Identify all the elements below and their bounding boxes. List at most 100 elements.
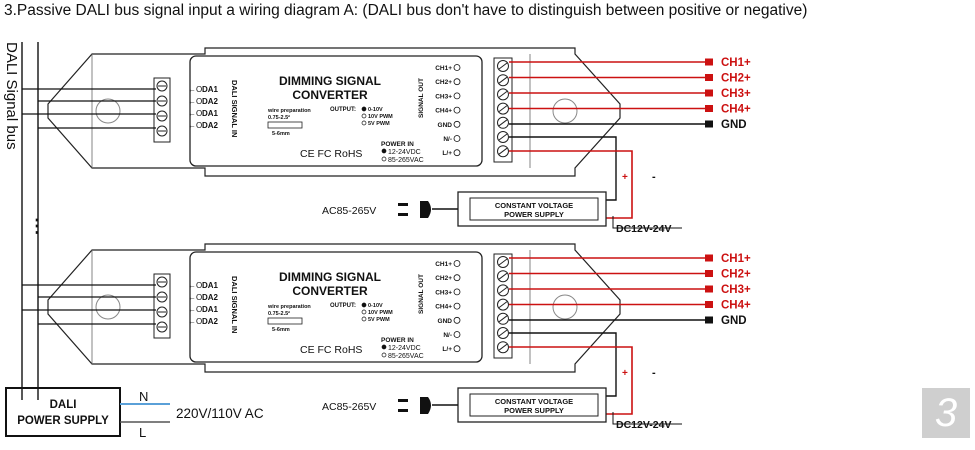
output-terminal-label: CH1+: [435, 65, 452, 72]
cv-psu-label: POWER SUPPLY: [504, 406, 564, 415]
output-wire-end: [705, 58, 713, 66]
terminal-screw-slot: [498, 301, 508, 308]
converter-title: CONVERTER: [292, 284, 368, 298]
output-option-label: 5V PWM: [368, 317, 390, 323]
wire-prep-label: wire preparation: [267, 304, 311, 310]
dali-terminal-label: DA2: [202, 97, 219, 106]
output-terminal-dot: [453, 64, 461, 71]
output-wire-end: [705, 89, 713, 97]
converter-title: DIMMING SIGNAL: [279, 270, 381, 284]
output-option-dot: [361, 106, 367, 112]
output-terminal-label: CH4+: [435, 304, 452, 311]
output-terminal-label: CH2+: [435, 79, 452, 86]
power-option-dot: [381, 344, 387, 350]
output-terminal-dot: [453, 92, 461, 100]
dc-label-underline: [612, 412, 682, 425]
psu-plus-label: +: [622, 172, 628, 183]
mount-hole: [95, 294, 121, 320]
mount-hole: [552, 98, 578, 124]
dali-signal-in-label: DALI SIGNAL IN: [230, 276, 239, 333]
output-terminal-label: N/-: [443, 332, 452, 339]
output-terminal-label: CH2+: [435, 275, 452, 282]
output-terminal-dot: [453, 260, 461, 267]
dali-psu-label: POWER SUPPLY: [17, 415, 109, 427]
terminal-screw-slot: [498, 315, 508, 323]
mount-hole: [95, 98, 121, 124]
output-wire-end: [705, 254, 713, 262]
output-terminal-dot: [453, 316, 461, 324]
output-wire-end: [705, 285, 713, 293]
output-terminal-label: CH1+: [435, 261, 452, 268]
dc-label-underline: [612, 216, 682, 229]
terminal-screw-slot: [498, 76, 508, 84]
cv-psu-label: CONSTANT VOLTAGE: [495, 397, 573, 406]
dali-terminal-label: DA1: [202, 85, 219, 94]
strip-length-label: 5-6mm: [272, 131, 290, 137]
dali-terminal-label: DA1: [202, 305, 219, 314]
dali-psu-box: [5, 387, 121, 437]
output-channel-label: GND: [721, 315, 747, 327]
output-option-label: 5V PWM: [368, 121, 390, 127]
output-option-dot: [361, 120, 367, 126]
psu-minus-label: -: [652, 367, 656, 379]
terminal-screw-slot: [498, 119, 508, 127]
output-option-dot: [361, 309, 367, 315]
psu-plus-label: +: [622, 368, 628, 379]
output-wire-end: [705, 105, 713, 112]
wire-strip-icon: [267, 317, 303, 325]
output-channel-label: CH1+: [721, 57, 751, 69]
label-panel: [189, 251, 483, 363]
output-option-label: 10V PWM: [368, 310, 393, 316]
dali-terminal-arrow: ←O: [188, 317, 202, 326]
output-terminal-label: CH3+: [435, 289, 452, 296]
output-terminal-dot: [453, 288, 461, 296]
cv-psu-label: CONSTANT VOLTAGE: [495, 201, 573, 210]
dali-terminal-arrow: ←O: [188, 293, 202, 302]
live-label: L: [139, 425, 146, 440]
label-panel: [189, 55, 483, 167]
dali-terminal-arrow: ←O: [188, 281, 202, 290]
psu-positive-wire: [509, 150, 633, 219]
converter-title: CONVERTER: [292, 88, 368, 102]
dali-terminal-arrow: ←O: [188, 305, 202, 314]
output-channel-label: CH3+: [721, 88, 751, 100]
dali-terminal-arrow: ←O: [188, 109, 202, 118]
dc-output-label: DC12V-24V: [616, 223, 671, 235]
dc-output-label: DC12V-24V: [616, 419, 671, 431]
wire-size-label: 0.75-2.5²: [268, 114, 290, 121]
power-option-dot: [381, 352, 387, 358]
output-option-label: 0-10V: [368, 303, 383, 309]
cv-psu-label: POWER SUPPLY: [504, 210, 564, 219]
cv-power-supply-panel: [469, 197, 599, 221]
power-option-label: 85-265VAC: [388, 353, 424, 360]
plug-prong: [398, 203, 408, 206]
dali-terminal-label: DA2: [202, 317, 219, 326]
bus-ellipsis: ⋮: [28, 216, 46, 236]
terminal-screw-slot: [498, 258, 508, 266]
output-terminal-label: N/-: [443, 136, 452, 143]
terminal-screw-slot: [498, 133, 508, 141]
output-wire-end: [705, 316, 713, 324]
output-channel-label: CH2+: [721, 73, 751, 85]
output-channel-label: GND: [721, 119, 747, 131]
wire-size-label: 0.75-2.5²: [268, 310, 290, 317]
wire-prep-label: wire preparation: [267, 108, 311, 114]
dali-signal-in-label: DALI SIGNAL IN: [230, 80, 239, 137]
output-channel-label: CH4+: [721, 300, 751, 312]
ac-input-label: AC85-265V: [322, 205, 376, 217]
output-wire-end: [705, 270, 713, 277]
output-terminal-dot: [453, 120, 461, 128]
output-terminal-label: L/+: [442, 346, 452, 353]
output-terminal-label: CH4+: [435, 108, 452, 115]
psu-negative-wire: [509, 332, 617, 397]
output-terminal-label: L/+: [442, 150, 452, 157]
terminal-screw-slot: [498, 329, 508, 337]
output-option-dot: [361, 316, 367, 322]
dali-terminal-block: [153, 77, 171, 143]
mains-label: 220V/110V AC: [176, 406, 264, 421]
output-terminal-dot: [453, 78, 461, 86]
dali-terminal-label: DA1: [202, 109, 219, 118]
power-option-label: 12-24VDC: [388, 345, 421, 352]
